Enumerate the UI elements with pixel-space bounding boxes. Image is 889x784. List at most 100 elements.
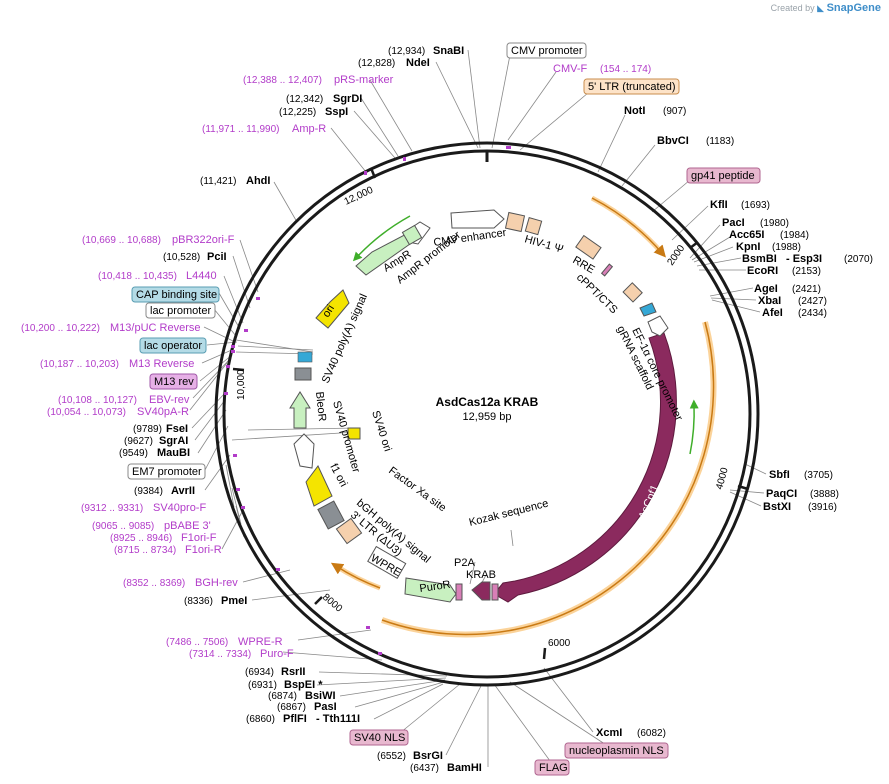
p2a-label: P2A xyxy=(454,557,475,569)
primer-f1ori-r-name: F1ori-R xyxy=(185,544,222,556)
snapgene-logo-icon: ◣ xyxy=(817,3,825,13)
snapgene-credit: Created by ◣ SnapGene xyxy=(771,2,881,14)
site-bsiwi-name: BsiWI xyxy=(305,690,336,702)
sv40-pa-feature xyxy=(294,367,312,381)
left-sites: (12,934) SnaBI (12,828) NdeI (12,342) Sg… xyxy=(119,45,482,774)
orange-arc-top-right-edge xyxy=(591,197,666,258)
sv40-promoter-feature xyxy=(293,433,315,469)
primer-sv40pa-r-name: SV40pA-R xyxy=(137,406,189,418)
primer-m13puc-name: M13/pUC Reverse xyxy=(110,322,200,334)
site-kfli-name: KflI xyxy=(710,199,728,211)
site-pflfi-name: PflFI xyxy=(283,713,307,725)
site-sgrdi-pos: (12,342) xyxy=(286,94,323,105)
site-snabi-name: SnaBI xyxy=(433,45,464,57)
primer-ticks xyxy=(224,146,511,655)
primer-wpre-r-range: (7486 .. 7506) xyxy=(166,637,228,648)
sv40-ori-feature xyxy=(347,427,361,440)
site-sbfi-name: SbfI xyxy=(769,469,790,481)
bgh-feature xyxy=(317,500,345,530)
site-avrii-name: AvrII xyxy=(171,485,195,497)
primer-cmv-f-name: CMV-F xyxy=(553,63,588,75)
primer-cmv-f-range: (154 .. 174) xyxy=(600,64,651,75)
site-bsiwi-pos: (6874) xyxy=(268,691,297,702)
kozak-label: Kozak sequence xyxy=(468,498,550,529)
bleor-label: BleoR xyxy=(313,391,328,422)
plasmid-name: AsdCas12a KRAB xyxy=(436,395,539,409)
site-maubi-pos: (9549) xyxy=(119,448,148,459)
bleor-feature xyxy=(289,391,311,429)
site-bbvci-name: BbvCI xyxy=(657,135,689,147)
green-arc-ampr xyxy=(352,215,411,262)
box-em7-promoter: EM7 promoter xyxy=(132,466,202,478)
primer-sv40pa-r-range: (10,054 .. 10,073) xyxy=(47,407,126,418)
orange-arc-top-right xyxy=(590,195,664,255)
site-ecori-pos: (2153) xyxy=(792,266,821,277)
f1-ori-feature xyxy=(305,465,333,507)
site-agei-pos: (2421) xyxy=(792,284,821,295)
site-bsrgi-name: BsrGI xyxy=(413,750,443,762)
site-bsmbi-pos: (2070) xyxy=(844,254,873,265)
primer-pbabe-name: pBABE 3' xyxy=(164,520,211,532)
ori-feature xyxy=(315,289,350,329)
site-pasi-name: PasI xyxy=(314,701,337,713)
box-nucleoplasmin-nls: nucleoplasmin NLS xyxy=(569,745,664,757)
ruler-label-2000: 2000 xyxy=(665,243,687,268)
ampr-segment xyxy=(401,224,423,246)
ruler-label-12000: 12,000 xyxy=(343,185,376,208)
wpre-feature xyxy=(367,545,407,579)
site-paqci-name: PaqCI xyxy=(766,488,797,500)
site-xbai-pos: (2427) xyxy=(798,296,827,307)
features xyxy=(289,209,669,603)
site-kpni-pos: (1988) xyxy=(772,242,801,253)
site-sspi-pos: (12,225) xyxy=(279,107,316,118)
primer-pbabe-range: (9065 .. 9085) xyxy=(92,521,154,532)
site-acc65i-pos: (1984) xyxy=(780,230,809,241)
site-pcii-pos: (10,528) xyxy=(163,252,200,263)
site-ahdi-pos: (11,421) xyxy=(200,176,237,187)
cmv-enhancer-feature xyxy=(450,209,505,229)
orange-arc-left-edge xyxy=(330,562,381,589)
hiv-psi-box xyxy=(504,211,526,233)
primer-l4440-range: (10,418 .. 10,435) xyxy=(98,271,177,282)
primer-wpre-r-name: WPRE-R xyxy=(238,636,283,648)
primer-f1ori-f-name: F1ori-F xyxy=(181,532,217,544)
box-cmv-promoter: CMV promoter xyxy=(511,45,583,57)
site-paqci-pos: (3888) xyxy=(810,489,839,500)
primer-f1ori-f-range: (8925 .. 8946) xyxy=(110,533,172,544)
ruler-label-4000: 4000 xyxy=(714,466,730,491)
primer-ebv-rev-range: (10,108 .. 10,127) xyxy=(58,395,137,406)
lac-site-marks xyxy=(297,351,313,363)
site-bsmbi-name: BsmBI xyxy=(742,253,777,265)
primer-m13puc-range: (10,200 .. 10,222) xyxy=(21,323,100,334)
site-rsrii-pos: (6934) xyxy=(245,667,274,678)
krab-feature xyxy=(471,581,491,601)
site-bsrgi-pos: (6552) xyxy=(377,751,406,762)
box-lac-promoter: lac promoter xyxy=(150,305,211,317)
site-fsei-name: FseI xyxy=(166,423,188,435)
primer-labels: CMV-F (154 .. 174) (12,388 .. 12,407) pR… xyxy=(21,63,651,660)
primer-bgh-rev-range: (8352 .. 8369) xyxy=(123,578,185,589)
ori-label: ori xyxy=(320,303,337,320)
cppt-cts-label: cPPT/CTS xyxy=(574,272,620,317)
credit-prefix: Created by xyxy=(770,3,815,13)
site-bspei-pos: (6931) xyxy=(248,680,277,691)
factor-xa-label: Factor Xa site xyxy=(386,465,448,515)
primer-f1ori-r-range: (8715 .. 8734) xyxy=(114,545,176,556)
primer-m13rev-range: (10,187 .. 10,203) xyxy=(40,359,119,370)
site-snabi-pos: (12,934) xyxy=(388,46,425,57)
primer-puro-f-range: (7314 .. 7334) xyxy=(189,649,251,660)
site-tth111i-name: - Tth111I xyxy=(316,713,360,725)
site-ndei-name: NdeI xyxy=(406,57,430,69)
site-afei-pos: (2434) xyxy=(798,308,827,319)
site-paci-pos: (1980) xyxy=(760,218,789,229)
primer-m13rev-name: M13 Reverse xyxy=(129,358,194,370)
site-afei-name: AfeI xyxy=(762,307,783,319)
box-gp41: gp41 peptide xyxy=(691,170,755,182)
site-sbfi-pos: (3705) xyxy=(804,470,833,481)
ascpf1-feature xyxy=(493,332,677,603)
ruler-label-10000: 10,000 xyxy=(236,369,247,400)
box-5ltr: 5' LTR (truncated) xyxy=(588,81,675,93)
site-xcmi-pos: (6082) xyxy=(637,728,666,739)
primer-sv40pro-f-range: (9312 .. 9331) xyxy=(81,503,143,514)
